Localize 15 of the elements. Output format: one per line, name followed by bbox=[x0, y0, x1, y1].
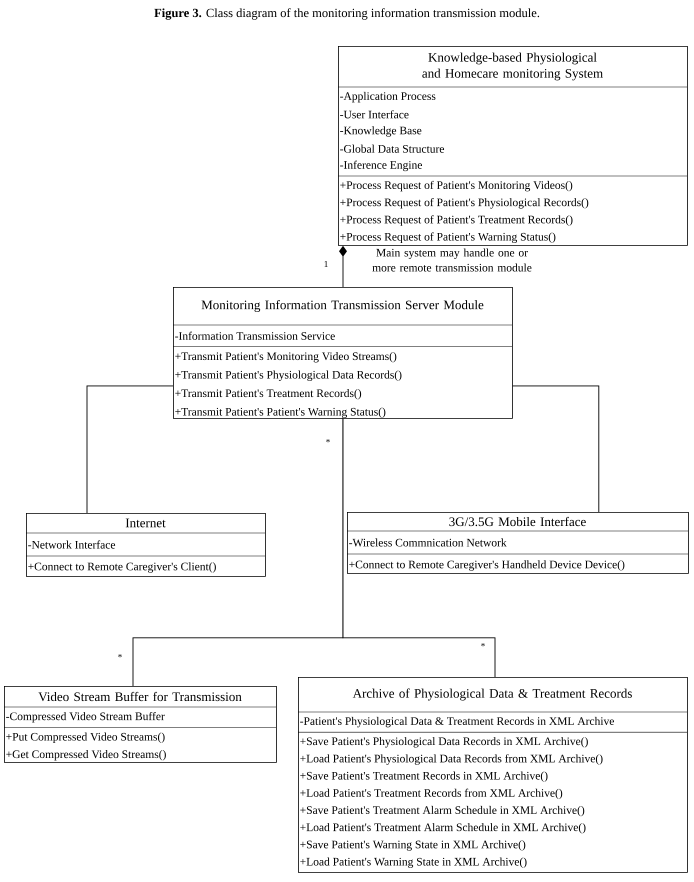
note-text: Main system may handle one or more remote transmission module bbox=[372, 248, 532, 272]
multiplicity-label: * bbox=[481, 643, 485, 646]
class-box: Archive of Physiological Data & Treatment Records -Patient's Physiological Data & Treatment Records in XML Archive +Save Patient's Physiological Data Records in XML Archive() +Load Patient's Physiological Data Records from XML Archive() +Save Patient's Treatment Records in XML Archive() +Load Patient's Treatment Records from XML Archive() +Save Patient's Treatment Alarm Schedule in XML Archive() +Load Patient's Treatment Alarm Schedule in XML Archive() +Save Patient's Warning State in XML Archive() +Load Patient's Warning State in XML Archive() bbox=[298, 677, 688, 873]
class-box: Video Stream Buffer for Transmission -Compressed Video Stream Buffer +Put Compressed Video Streams() +Get Compressed Video Streams() bbox=[4, 686, 277, 763]
association-line bbox=[86, 385, 174, 514]
class-box: Knowledge-based Physiological and Homecare monitoring System -Application Process -User Interface -Knowledge Base -Global Data Structure -Inference Engine +Process Request of Patient's Monitoring Videos() +Process Request of Patient's Physiological Records() +Process Request of Patient's Treatment Records() +Process Request of Patient's Warning Status() bbox=[338, 46, 688, 246]
class-box: Monitoring Information Transmission Server Module -Information Transmission Service +Transmit Patient's Monitoring Video Streams() +Transmit Patient's Physiological Data Records() +Transmit Patient's Treatment Records() +Transmit Patient's Patient's Warning Status() bbox=[172, 287, 513, 419]
class-box: Internet -Network Interface +Connect to Remote Caregiver's Client() bbox=[26, 513, 266, 577]
multiplicity-label: * bbox=[118, 654, 122, 658]
multiplicity-label: * bbox=[326, 439, 330, 442]
multiplicity-label: 1 bbox=[324, 261, 328, 267]
association-line bbox=[512, 385, 600, 512]
association-line bbox=[342, 418, 496, 678]
class-box: 3G/3.5G Mobile Interface -Wireless Commnication Network +Connect to Remote Caregiver's Handheld Device Device() bbox=[346, 512, 689, 574]
figure-caption: Figure 3. Class diagram of the monitoring information transmission module. bbox=[154, 8, 540, 20]
